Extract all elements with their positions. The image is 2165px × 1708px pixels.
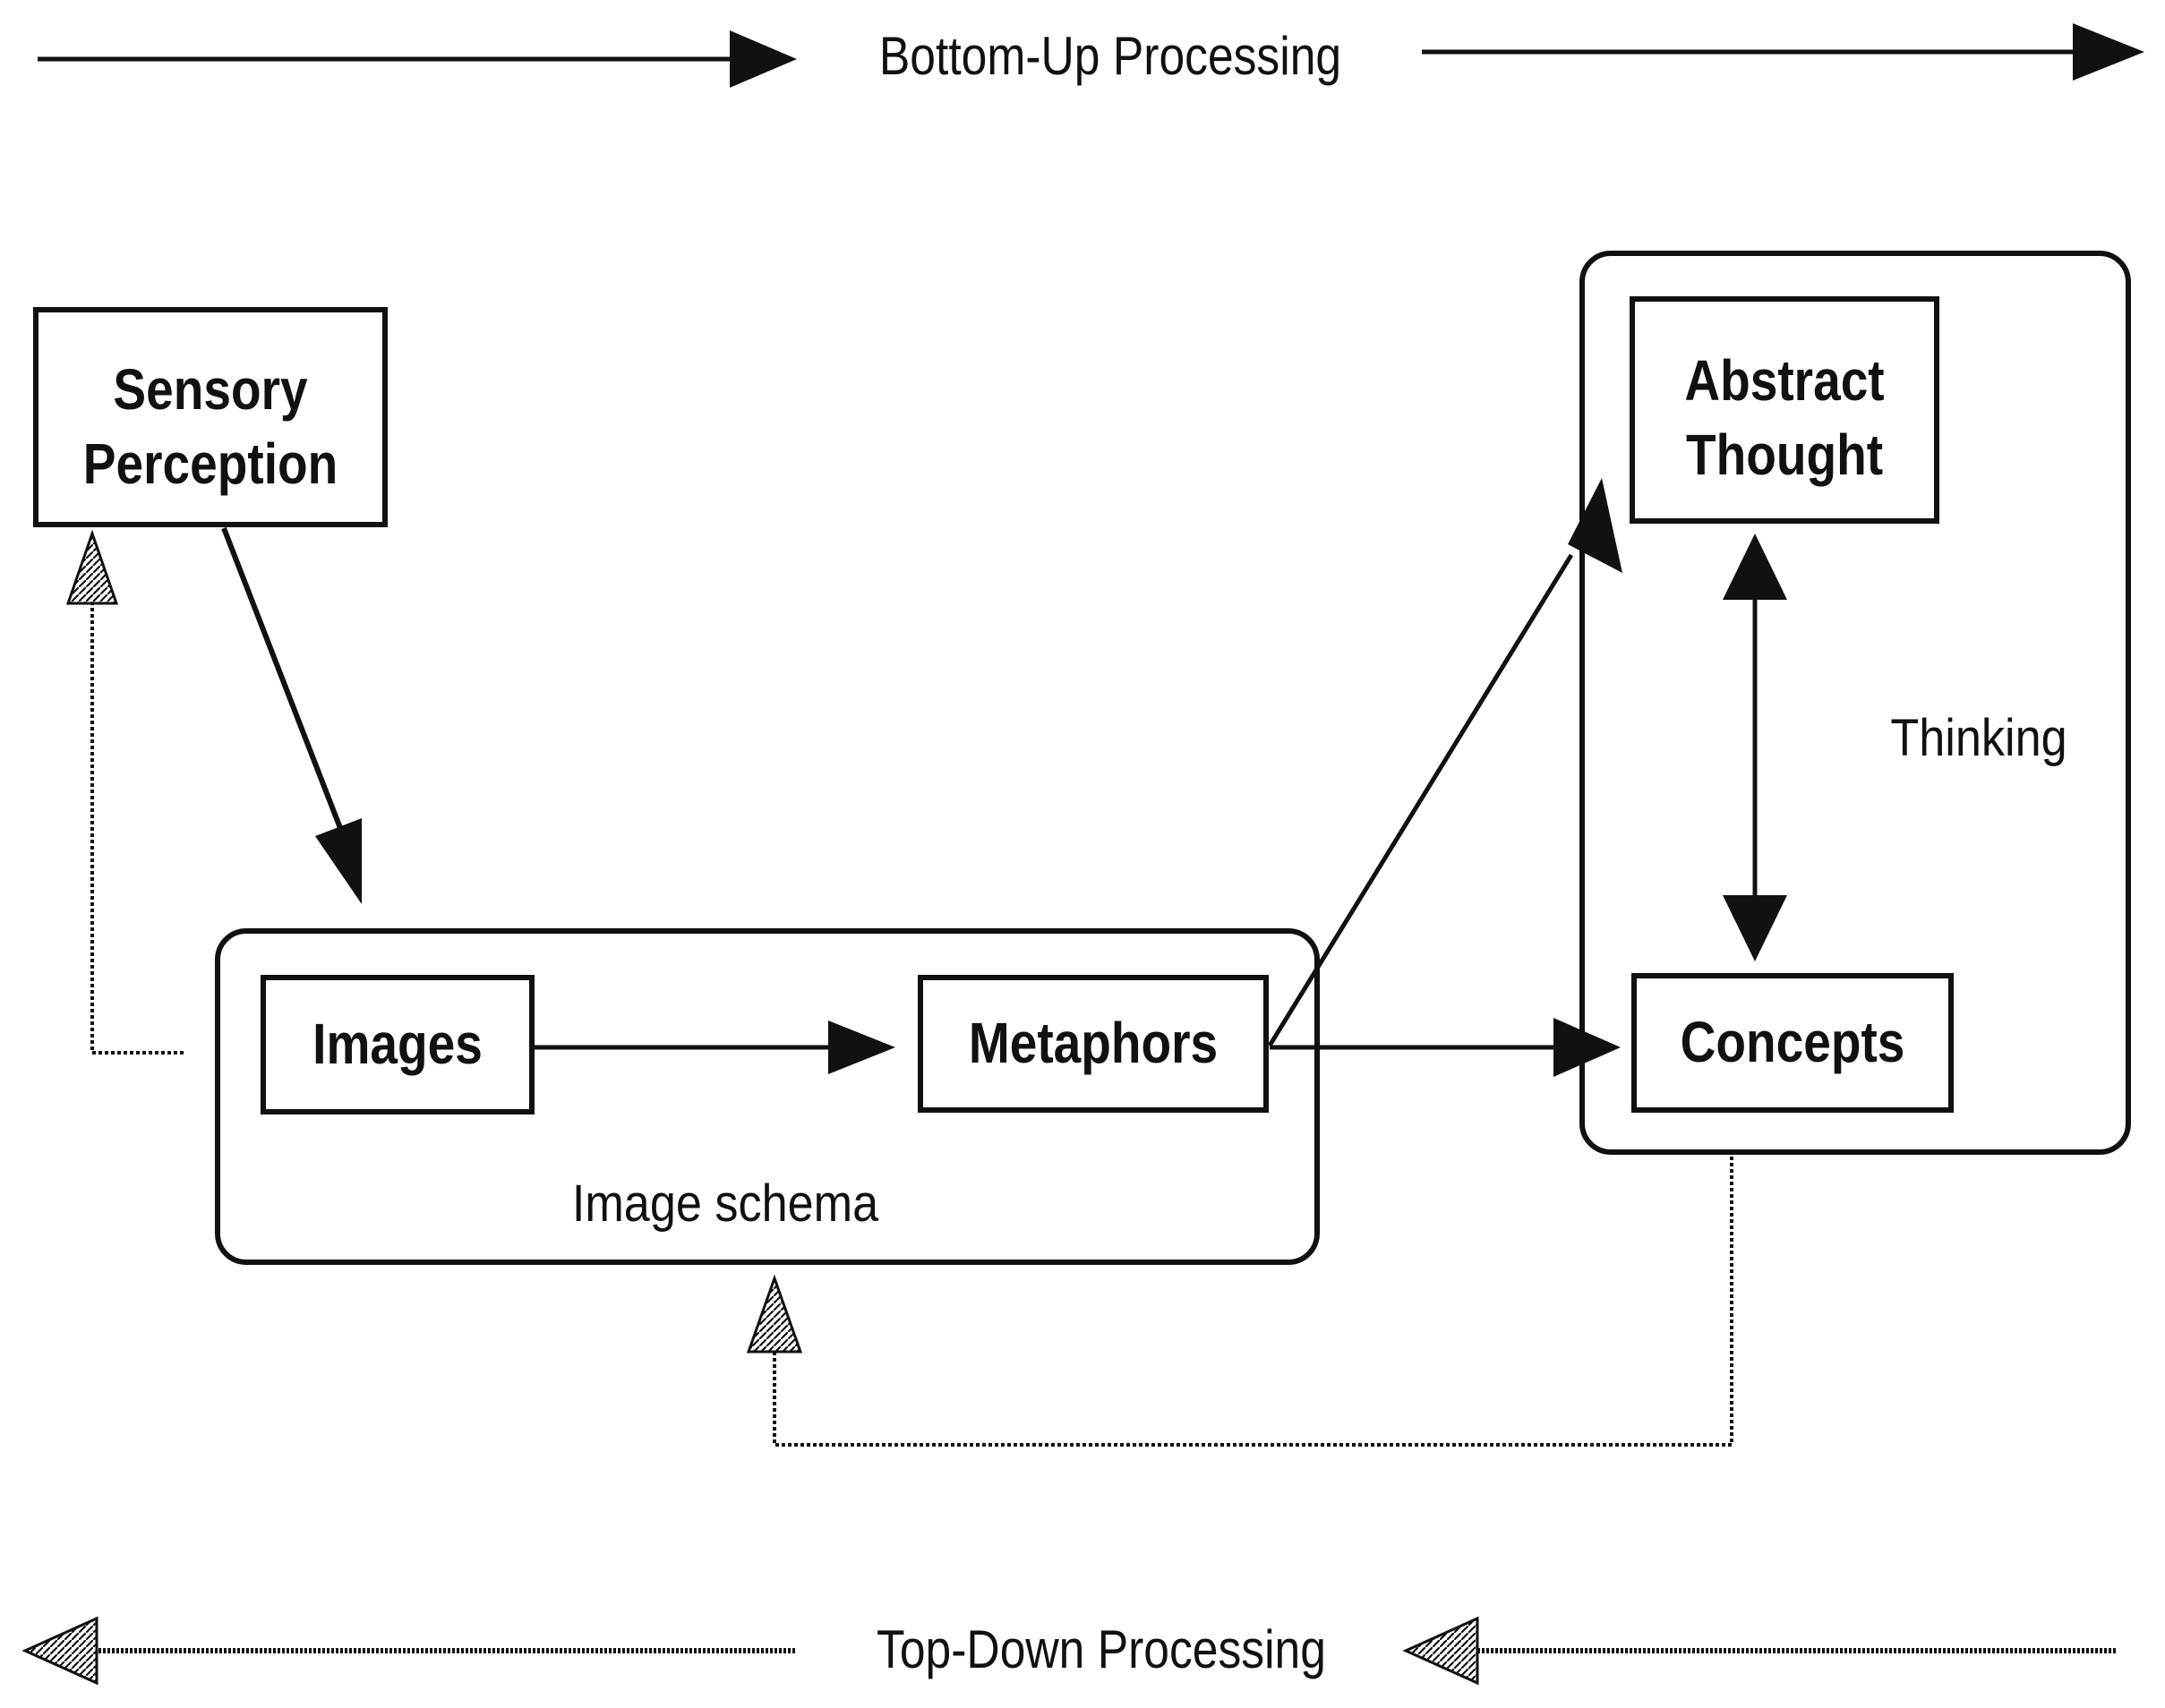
sensory-perception-label: Sensory Perception — [60, 353, 360, 501]
bottom-up-arrow-right — [1422, 23, 2144, 81]
image-schema-label: Image schema — [571, 1174, 879, 1233]
top-down-arrow-right — [1402, 1616, 2118, 1686]
arrow-metaphors-to-abstract — [1267, 478, 1622, 1047]
image-schema-group — [215, 928, 1320, 1265]
feedback-thinking-to-schema — [746, 1157, 1733, 1447]
concepts-label: Concepts — [1680, 1010, 1905, 1075]
top-down-arrow-left — [21, 1616, 797, 1686]
thinking-group — [1579, 251, 2131, 1155]
arrow-metaphors-to-concepts — [1270, 1018, 1621, 1077]
bottom-up-arrow-left — [38, 30, 797, 88]
arrow-images-to-metaphors — [532, 1021, 895, 1074]
sensory-line1: Sensory — [113, 357, 308, 422]
sensory-line2: Perception — [82, 431, 338, 497]
bottom-up-label: Bottom-Up Processing — [878, 26, 1342, 86]
metaphors-box — [918, 975, 1269, 1113]
abstract-thought-box — [1630, 296, 1939, 524]
abstract-line2: Thought — [1685, 423, 1884, 488]
arrow-sensory-to-images — [221, 526, 362, 904]
arrow-abstract-concepts-bidirectional — [1723, 534, 1787, 961]
metaphors-label: Metaphors — [968, 1011, 1219, 1076]
concepts-box — [1631, 973, 1954, 1113]
thinking-label: Thinking — [1890, 709, 2067, 767]
abstract-thought-label: Abstract Thought — [1654, 344, 1915, 492]
feedback-schema-to-sensory — [65, 529, 184, 1055]
images-box — [261, 975, 535, 1114]
abstract-line1: Abstract — [1684, 348, 1885, 413]
top-down-label: Top-Down Processing — [877, 1619, 1326, 1679]
sensory-perception-box — [33, 307, 388, 527]
images-label: Images — [312, 1012, 483, 1077]
